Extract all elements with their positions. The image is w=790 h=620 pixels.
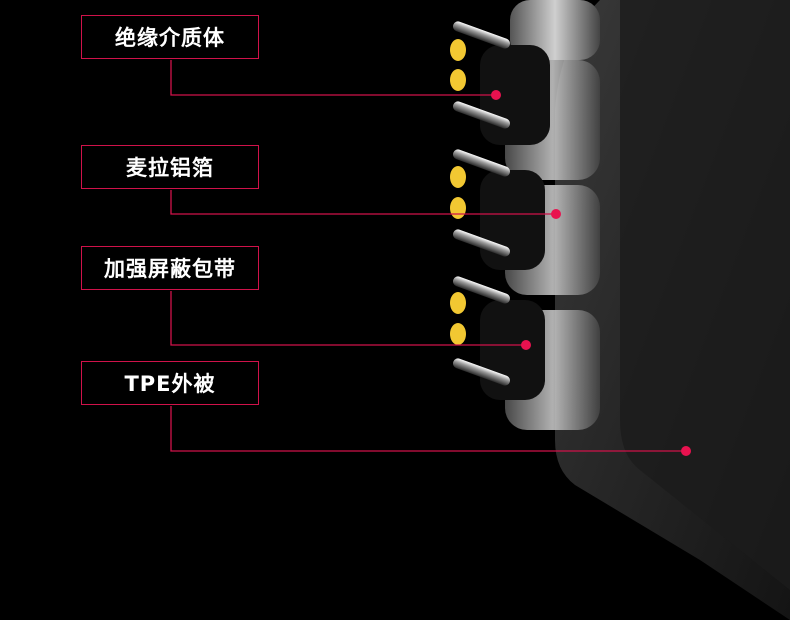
shielded-pairs <box>450 0 600 430</box>
pair-2 <box>450 149 600 295</box>
callout-label: TPE外被 <box>124 372 216 396</box>
leader-line-2 <box>170 190 556 215</box>
marker-dot-1 <box>491 90 501 100</box>
callout-label: 麦拉铝箔 <box>126 156 214 180</box>
callout-shield-tape: 加强屏蔽包带 <box>81 246 259 290</box>
marker-dot-2 <box>551 209 561 219</box>
leader-lines <box>170 60 686 452</box>
callout-insulation: 绝缘介质体 <box>81 15 259 59</box>
leader-line-4 <box>170 406 686 452</box>
pair-3 <box>450 276 600 430</box>
marker-dot-4 <box>681 446 691 456</box>
leader-line-1 <box>170 60 496 96</box>
callout-label: 加强屏蔽包带 <box>104 257 236 281</box>
leader-line-3 <box>170 291 526 346</box>
pair-1 <box>450 21 600 180</box>
callout-label: 绝缘介质体 <box>115 26 225 50</box>
tpe-jacket <box>555 0 790 620</box>
callout-mylar-foil: 麦拉铝箔 <box>81 145 259 189</box>
marker-dot-3 <box>521 340 531 350</box>
callout-tpe-jacket: TPE外被 <box>81 361 259 405</box>
